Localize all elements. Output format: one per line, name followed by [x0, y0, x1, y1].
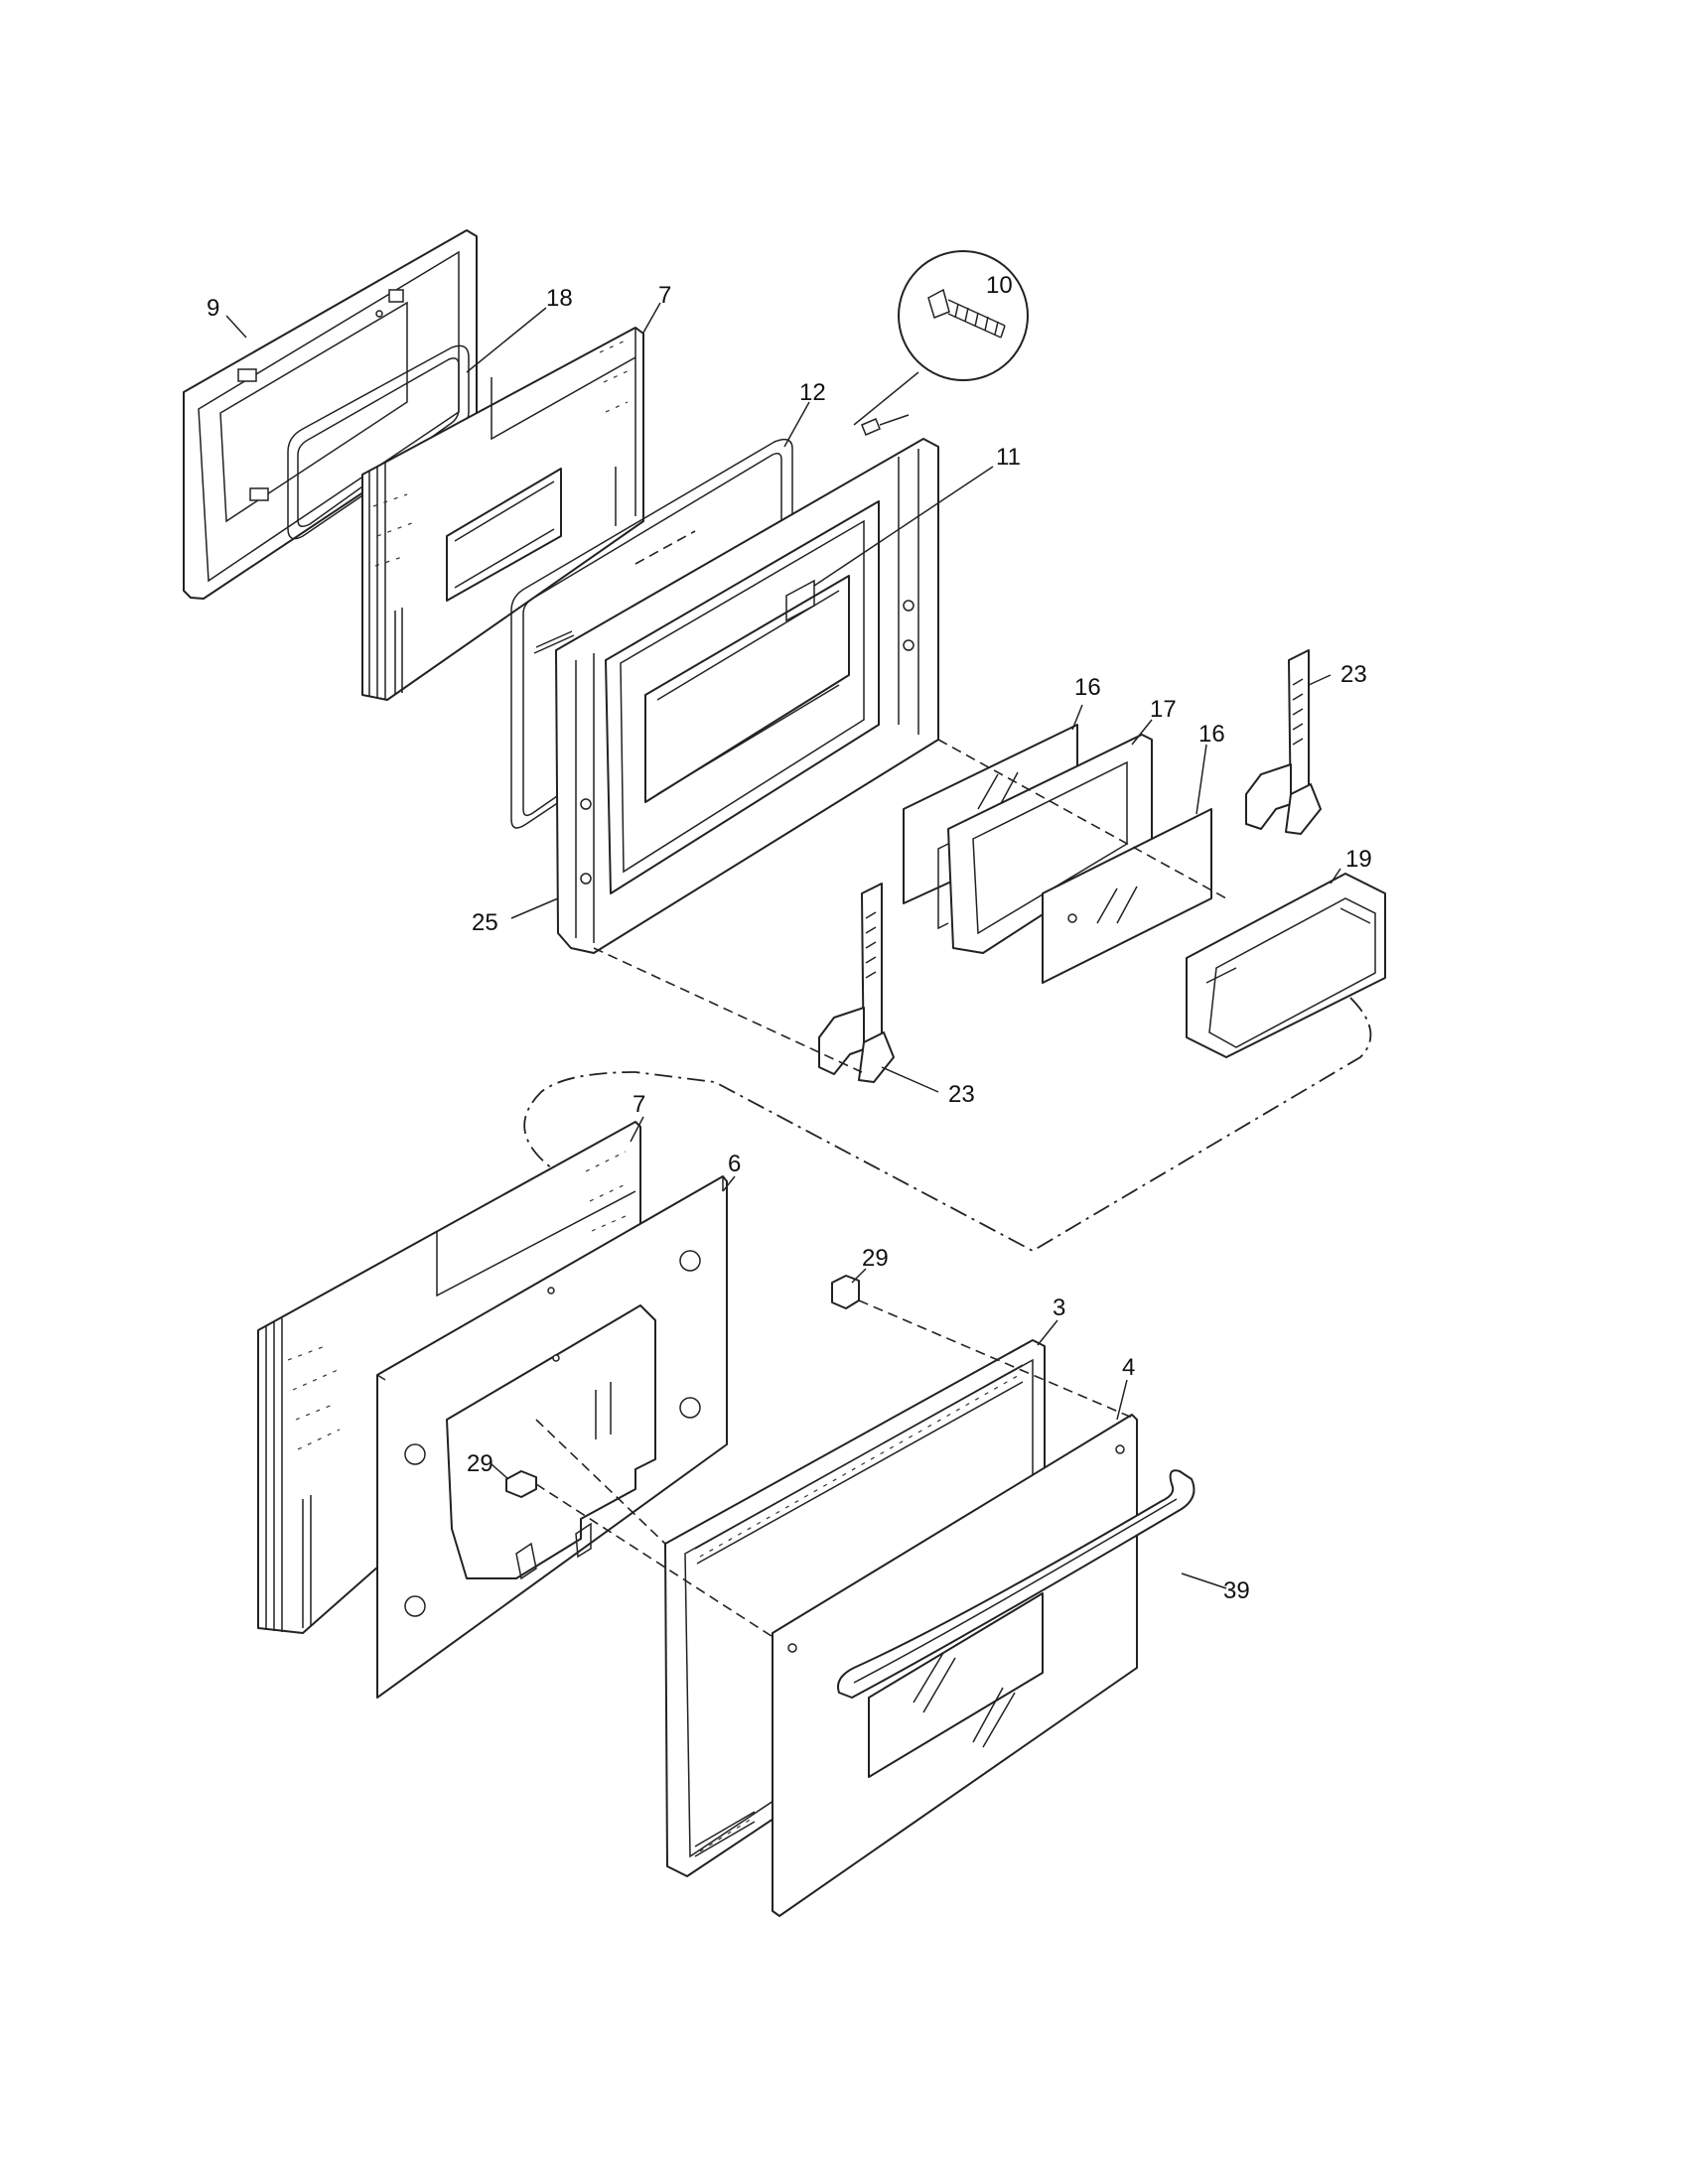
part-18-gasket: [287, 344, 470, 540]
label-part-6: 6: [728, 1151, 741, 1177]
label-part-23-bottom: 23: [948, 1081, 975, 1108]
label-part-4: 4: [1122, 1354, 1135, 1381]
part-11-screw: [533, 630, 575, 654]
part-16-glass-right: [1042, 808, 1212, 984]
part-39-handle: [837, 1469, 1196, 1699]
label-part-16-right: 16: [1198, 721, 1225, 748]
part-labels: 9 18 7 10 12 11 16 17 16 23 19 25 23 7 6…: [207, 272, 1372, 1604]
label-part-7-top: 7: [658, 282, 671, 309]
label-part-9: 9: [207, 295, 219, 322]
label-part-23-top: 23: [1340, 661, 1367, 688]
label-part-19: 19: [1345, 846, 1372, 873]
part-10-screw-detail: [853, 250, 1029, 436]
label-part-12: 12: [799, 379, 826, 406]
part-29-spacer-left: [491, 1463, 537, 1498]
label-part-7-bottom: 7: [633, 1091, 645, 1118]
label-part-18: 18: [546, 285, 573, 312]
label-part-3: 3: [1053, 1295, 1065, 1321]
part-29-spacer-top: [831, 1268, 867, 1309]
part-23-hinge-top: [1245, 649, 1322, 835]
label-part-39: 39: [1223, 1577, 1250, 1604]
label-part-16-left: 16: [1074, 674, 1101, 701]
part-6-inner-panel: [376, 1175, 728, 1699]
part-7-insulation-top: [361, 327, 644, 701]
label-part-25: 25: [472, 909, 498, 936]
part-19-channel: [1186, 873, 1386, 1058]
part-4-outer-panel: [772, 1414, 1138, 1917]
label-part-29-top: 29: [862, 1245, 889, 1272]
assembly-lines-upper: [523, 530, 1372, 1253]
label-part-11: 11: [996, 444, 1021, 471]
part-23-hinge-bottom: [818, 883, 895, 1083]
leader-lines: [225, 302, 1341, 1589]
label-part-29-left: 29: [467, 1450, 493, 1477]
label-part-17: 17: [1150, 696, 1177, 723]
assembly-lines-lower: [535, 1299, 1138, 1639]
label-part-10: 10: [986, 272, 1013, 299]
